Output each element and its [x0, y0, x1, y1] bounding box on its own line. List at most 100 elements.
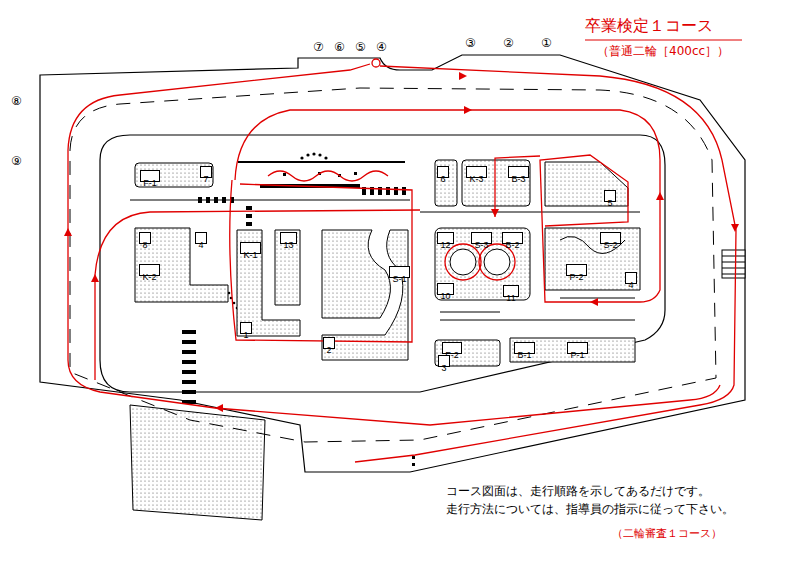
pylon: [283, 173, 286, 176]
callout-number: ⑥: [334, 40, 345, 54]
slalom-edge: [238, 161, 405, 163]
island: [322, 230, 408, 360]
checker: [222, 197, 226, 203]
title: 卒業検定１コース: [585, 16, 713, 35]
lane-centre-line: [70, 88, 716, 442]
block-number: K-3: [469, 174, 483, 184]
crossing-box: [722, 250, 745, 278]
note-text: 走行方法については、指導員の指示に従って下さい。: [446, 502, 734, 516]
island: [435, 160, 457, 206]
route-arrows: [64, 72, 739, 412]
road-line: [440, 312, 500, 313]
checker: [214, 197, 218, 203]
block-tag: S-3: [471, 232, 492, 244]
pylon: [312, 152, 315, 155]
parking-area: [130, 405, 265, 520]
stop-lines: [440, 298, 635, 320]
island: [135, 163, 213, 187]
checker: [246, 222, 252, 226]
island: [545, 228, 640, 290]
crosswalk: [182, 330, 196, 404]
stripe: [182, 370, 196, 374]
block-tag: B-2: [502, 232, 523, 244]
railroad-crossing: [722, 250, 745, 278]
arrowhead: [590, 298, 598, 306]
title-underline: [585, 40, 742, 41]
callout-number: ⑦: [313, 40, 324, 54]
block-tag: F-1: [140, 170, 160, 182]
checker: [386, 187, 390, 195]
pylon-row: [228, 152, 415, 466]
block-tag: 1: [240, 322, 252, 334]
stripe: [182, 360, 196, 364]
checker: [402, 187, 406, 195]
block-tag: S-1: [389, 266, 410, 278]
island: [510, 338, 635, 362]
island: [135, 228, 228, 302]
block-number: K-2: [142, 272, 156, 282]
arrowhead: [91, 274, 99, 282]
block-tag: K-2: [139, 264, 160, 276]
start-loop: [372, 59, 380, 67]
island: [435, 228, 530, 300]
block-number: 12: [440, 240, 450, 250]
island-blocks: [135, 160, 640, 366]
route-line: [235, 110, 660, 302]
callout-number: ①: [541, 36, 552, 50]
infield-edge: [100, 135, 665, 392]
arrowhead: [64, 228, 72, 236]
block-tag: 11: [503, 285, 519, 297]
arrowhead: [656, 192, 664, 200]
note-text: コース図面は、走行順路を示してあるだけです。: [446, 484, 710, 498]
callout-number: ③: [465, 36, 476, 50]
block-tag: K-3: [466, 166, 487, 178]
block-number: 2: [326, 345, 331, 355]
block-tag: 3: [438, 355, 450, 367]
block-tag: 6: [437, 166, 449, 178]
route: [68, 59, 736, 462]
block-tag: K-1: [240, 242, 261, 254]
stripe: [182, 380, 196, 384]
block-tag: P-1: [567, 342, 588, 354]
arrowhead: [491, 209, 499, 217]
block-number: 1: [243, 330, 248, 340]
block-tag: B-3: [508, 166, 529, 178]
island: [322, 230, 390, 318]
island: [462, 160, 530, 206]
route-line: [230, 180, 412, 342]
callout-number: ④: [376, 40, 387, 54]
block-number: 5: [607, 198, 612, 208]
road-line: [440, 320, 635, 321]
rail: [722, 268, 745, 269]
stripe: [182, 350, 196, 354]
block-tag: 13: [280, 232, 297, 244]
block-number: S-1: [392, 274, 406, 284]
island: [545, 162, 628, 206]
route-line: [95, 210, 420, 380]
block-number: 6: [440, 174, 445, 184]
route-line: [495, 156, 540, 217]
figure-eight: [450, 249, 510, 275]
checker: [206, 197, 210, 203]
island: [435, 340, 500, 366]
block-tag: F-2: [442, 342, 462, 354]
checker: [394, 187, 398, 195]
block-tag: 5: [604, 190, 616, 202]
rail: [722, 256, 745, 257]
subtitle: （普通二輪［400cc］）: [597, 44, 729, 58]
block-number: S-2: [603, 240, 617, 250]
arrowhead: [464, 106, 472, 114]
circle-island: [484, 249, 510, 275]
block-tag: 7: [200, 166, 212, 178]
island: [237, 230, 300, 336]
block-tag: 12: [437, 232, 454, 244]
block-number: B-1: [517, 350, 531, 360]
block-number: 8: [142, 240, 147, 250]
pylon: [300, 156, 303, 159]
route-line: [268, 171, 388, 181]
divider-line: [420, 212, 640, 213]
checker: [198, 197, 202, 203]
island: [275, 230, 300, 305]
arrowhead: [215, 404, 223, 412]
block-number: 11: [506, 293, 515, 303]
